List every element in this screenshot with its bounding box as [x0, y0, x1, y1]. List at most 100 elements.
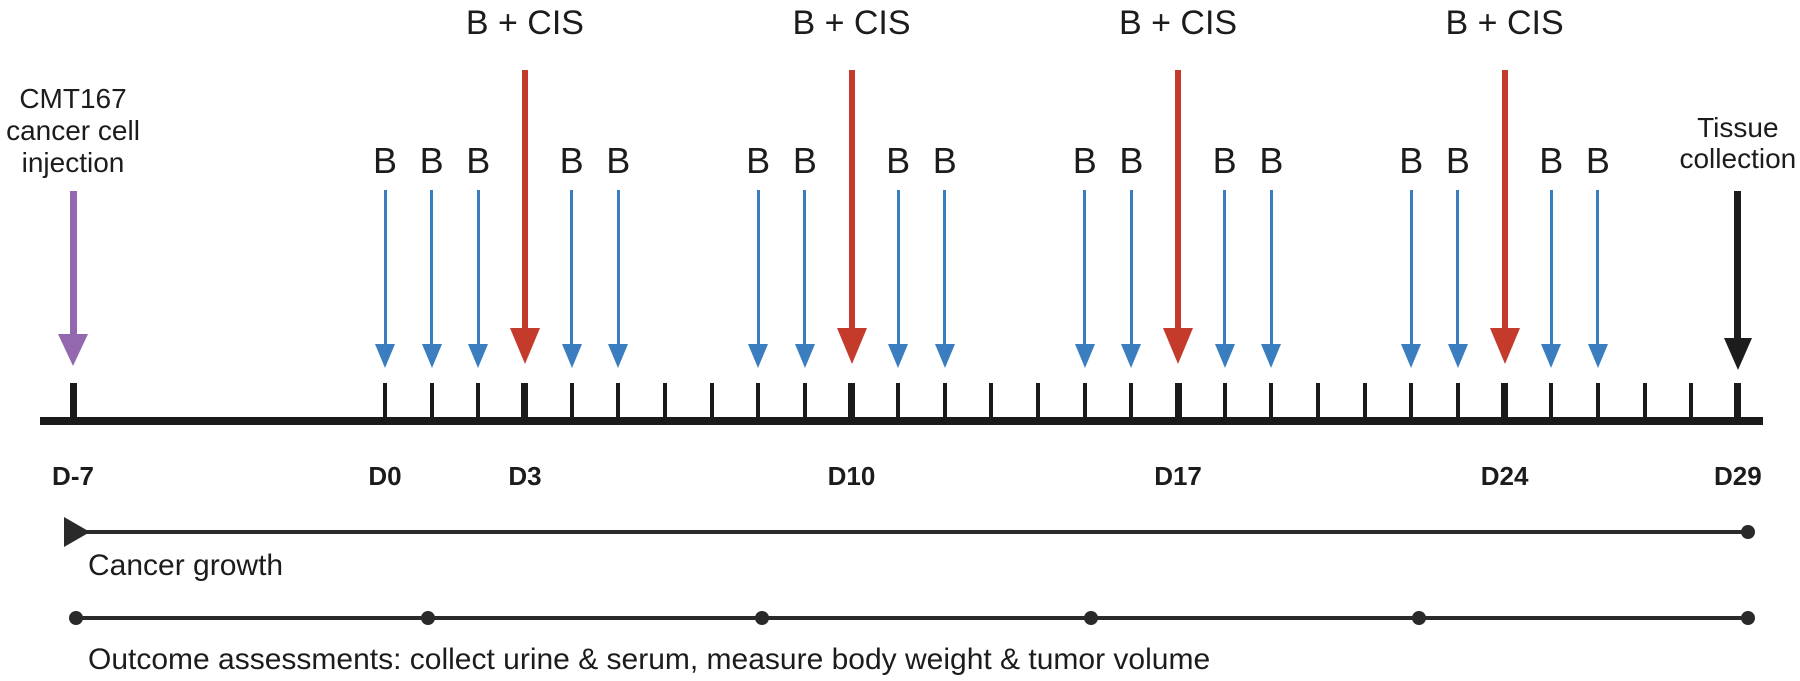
b-plus-cis-label: B + CIS: [1118, 4, 1238, 42]
timeline-tick: [662, 383, 667, 425]
bortezomib-arrow: [1401, 190, 1422, 368]
cisplatin-arrow: [509, 70, 540, 364]
arrow-head: [888, 344, 909, 368]
timeline-tick: [1269, 383, 1274, 425]
timeline-tick: [1082, 383, 1087, 425]
bortezomib-arrow: [748, 190, 769, 368]
arrow-shaft: [1223, 190, 1227, 344]
bortezomib-label: B: [1072, 140, 1097, 181]
bortezomib-arrow: [1074, 190, 1095, 368]
arrow-head: [421, 344, 442, 368]
bortezomib-label: B: [372, 140, 398, 181]
timeline-tick: [1455, 383, 1460, 425]
timeline-tick: [476, 383, 481, 425]
timeline-tick: [429, 383, 434, 425]
bortezomib-arrow: [375, 190, 395, 368]
arrow-head: [58, 334, 88, 366]
bortezomib-label: B: [1539, 140, 1564, 181]
day-label: D24: [1480, 461, 1529, 491]
bortezomib-label: B: [559, 140, 584, 181]
b-plus-cis-label: B + CIS: [1445, 4, 1564, 42]
day-label: D10: [827, 461, 876, 491]
outcome-assessments-line: [76, 616, 1748, 620]
arrow-head: [934, 344, 955, 368]
day-label: D29: [1713, 461, 1762, 491]
arrow-shaft: [1409, 190, 1413, 344]
bortezomib-arrow: [888, 190, 909, 368]
arrow-shaft: [1501, 70, 1508, 328]
bortezomib-arrow: [421, 190, 442, 368]
arrow-shaft: [756, 190, 760, 344]
arrow-shaft: [69, 191, 77, 334]
arrow-head: [748, 344, 769, 368]
arrow-shaft: [616, 190, 620, 344]
timeline-tick: [1174, 383, 1182, 425]
cisplatin-arrow: [1489, 70, 1520, 364]
bortezomib-arrow: [1447, 190, 1468, 368]
bortezomib-arrow: [794, 190, 815, 368]
cancer-cell-injection-arrow: [58, 191, 88, 366]
timeline-tick: [569, 383, 574, 425]
timeline-tick: [989, 383, 994, 425]
arrow-head: [1401, 344, 1422, 368]
bortezomib-arrow: [1121, 190, 1142, 368]
arrow-head: [1261, 344, 1282, 368]
timeline-tick: [896, 383, 901, 425]
timeline-tick: [1549, 383, 1554, 425]
bortezomib-label: B: [1259, 140, 1284, 181]
arrow-shaft: [1596, 190, 1600, 344]
timeline-tick: [521, 383, 529, 425]
bortezomib-arrow: [561, 190, 582, 368]
timeline-tick: [1642, 383, 1647, 425]
assessment-dot: [1741, 611, 1755, 625]
arrow-shaft: [1456, 190, 1460, 344]
day-label: D17: [1154, 461, 1202, 491]
arrow-head: [1723, 338, 1752, 370]
collection-label-line: collection: [1679, 143, 1797, 174]
timeline-tick: [802, 383, 807, 425]
arrow-shaft: [1269, 190, 1273, 344]
arrow-head: [1447, 344, 1468, 368]
arrow-shaft: [1175, 70, 1182, 328]
growth-start-marker: [64, 517, 90, 547]
injection-label-line: CMT167: [19, 83, 127, 114]
timeline-tick: [1222, 383, 1227, 425]
arrow-head: [1541, 344, 1562, 368]
bortezomib-label: B: [792, 140, 817, 181]
timeline-tick: [1689, 383, 1694, 425]
cisplatin-arrow: [836, 70, 867, 364]
arrow-head: [375, 344, 395, 368]
assessment-dot: [421, 611, 435, 625]
arrow-head: [509, 328, 540, 364]
arrow-shaft: [570, 190, 574, 344]
bortezomib-arrow: [608, 190, 629, 368]
timeline-tick: [1501, 383, 1509, 425]
arrow-shaft: [430, 190, 434, 344]
arrow-head: [561, 344, 582, 368]
timeline-tick: [1409, 383, 1414, 425]
timeline-tick: [1595, 383, 1600, 425]
cancer-growth-line: [68, 530, 1748, 534]
arrow-head: [794, 344, 815, 368]
day-label: D0: [368, 461, 402, 491]
bortezomib-label: B: [606, 140, 631, 181]
injection-label-line: injection: [21, 147, 125, 178]
arrow-head: [1121, 344, 1142, 368]
arrow-shaft: [896, 190, 900, 344]
arrow-shaft: [521, 70, 528, 328]
arrow-shaft: [1129, 190, 1133, 344]
day-label: D3: [508, 461, 542, 491]
collection-label-line: Tissue: [1697, 112, 1779, 143]
bortezomib-arrow: [1587, 190, 1608, 368]
arrow-shaft: [476, 190, 480, 344]
timeline-tick: [848, 383, 855, 425]
cancer-growth-label: Cancer growth: [88, 549, 284, 582]
arrow-head: [1163, 328, 1194, 364]
bortezomib-arrow: [468, 190, 489, 368]
assessment-dot: [755, 611, 769, 625]
arrow-head: [1587, 344, 1608, 368]
arrow-shaft: [383, 190, 387, 344]
